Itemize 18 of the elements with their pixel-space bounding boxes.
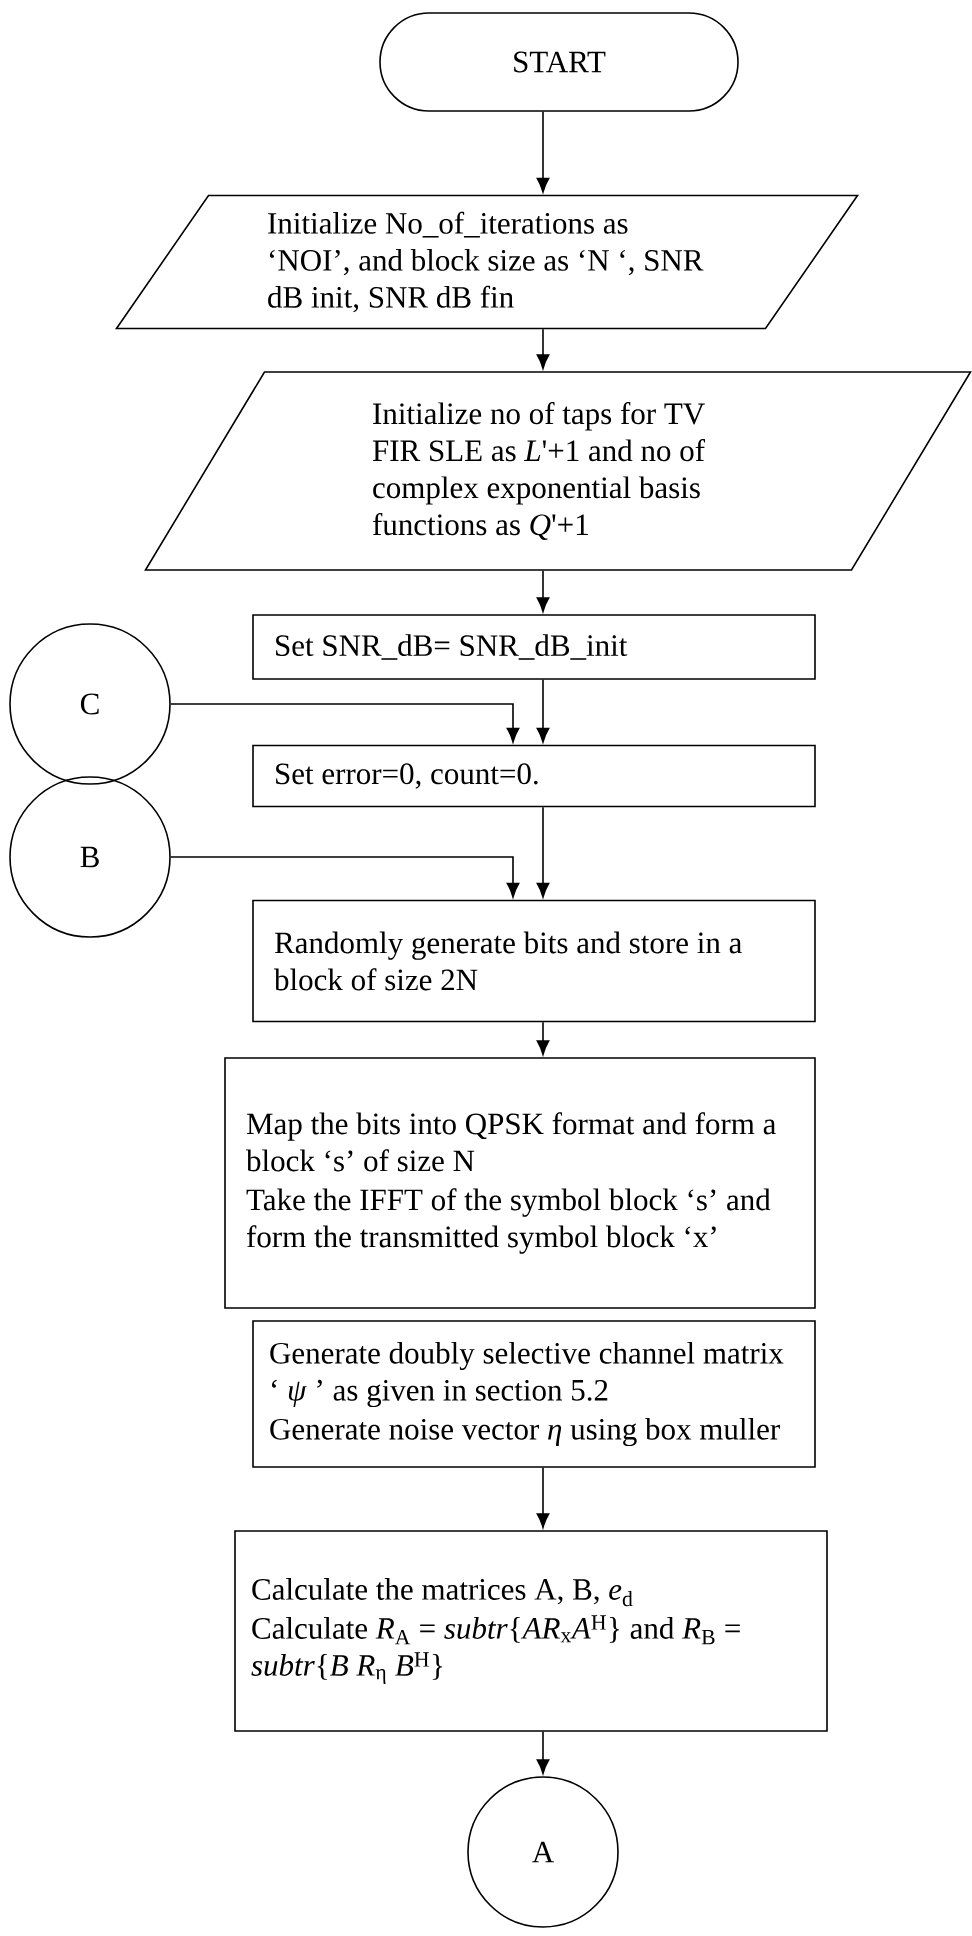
arrow bbox=[536, 1021, 550, 1055]
arrow bbox=[536, 1467, 550, 1528]
arrow bbox=[536, 328, 550, 369]
process-box: Set SNR_dB= SNR_dB_init bbox=[252, 614, 816, 680]
arrow bbox=[536, 679, 550, 743]
input-parallelogram: Initialize no of taps for TV FIR SLE as L'+1 and no of complex exponential basis functions as Q'+1 bbox=[144, 371, 972, 571]
process-box: Calculate the matrices A, B, e$_{d}$ Calculate R$_{A}$ = subtr{AR$_{x}$A$^{H}$} and R$_{B}$ = subtr{B R$_{η}$ B$^{H}$} bbox=[234, 1530, 828, 1732]
arrow bbox=[536, 1731, 550, 1774]
arrow bbox=[170, 703, 520, 743]
process-box: Set error=0, count=0. bbox=[252, 744, 816, 808]
process-box: Randomly generate bits and store in a block of size 2N bbox=[252, 899, 816, 1023]
arrow bbox=[536, 570, 550, 612]
terminal-box: START bbox=[379, 12, 739, 112]
process-box: Generate doubly selective channel matrix ‘ ψ ’ as given in section 5.2 Generate noise vector η using box muller bbox=[252, 1320, 816, 1468]
arrow bbox=[536, 111, 550, 193]
arrow bbox=[170, 856, 520, 898]
process-box: Map the bits into QPSK format and form a block ‘s’ of size N Take the IFFT of the symbol block ‘s’ and form the transmitted symbol block ‘x’ bbox=[224, 1057, 816, 1309]
arrow bbox=[536, 806, 550, 898]
